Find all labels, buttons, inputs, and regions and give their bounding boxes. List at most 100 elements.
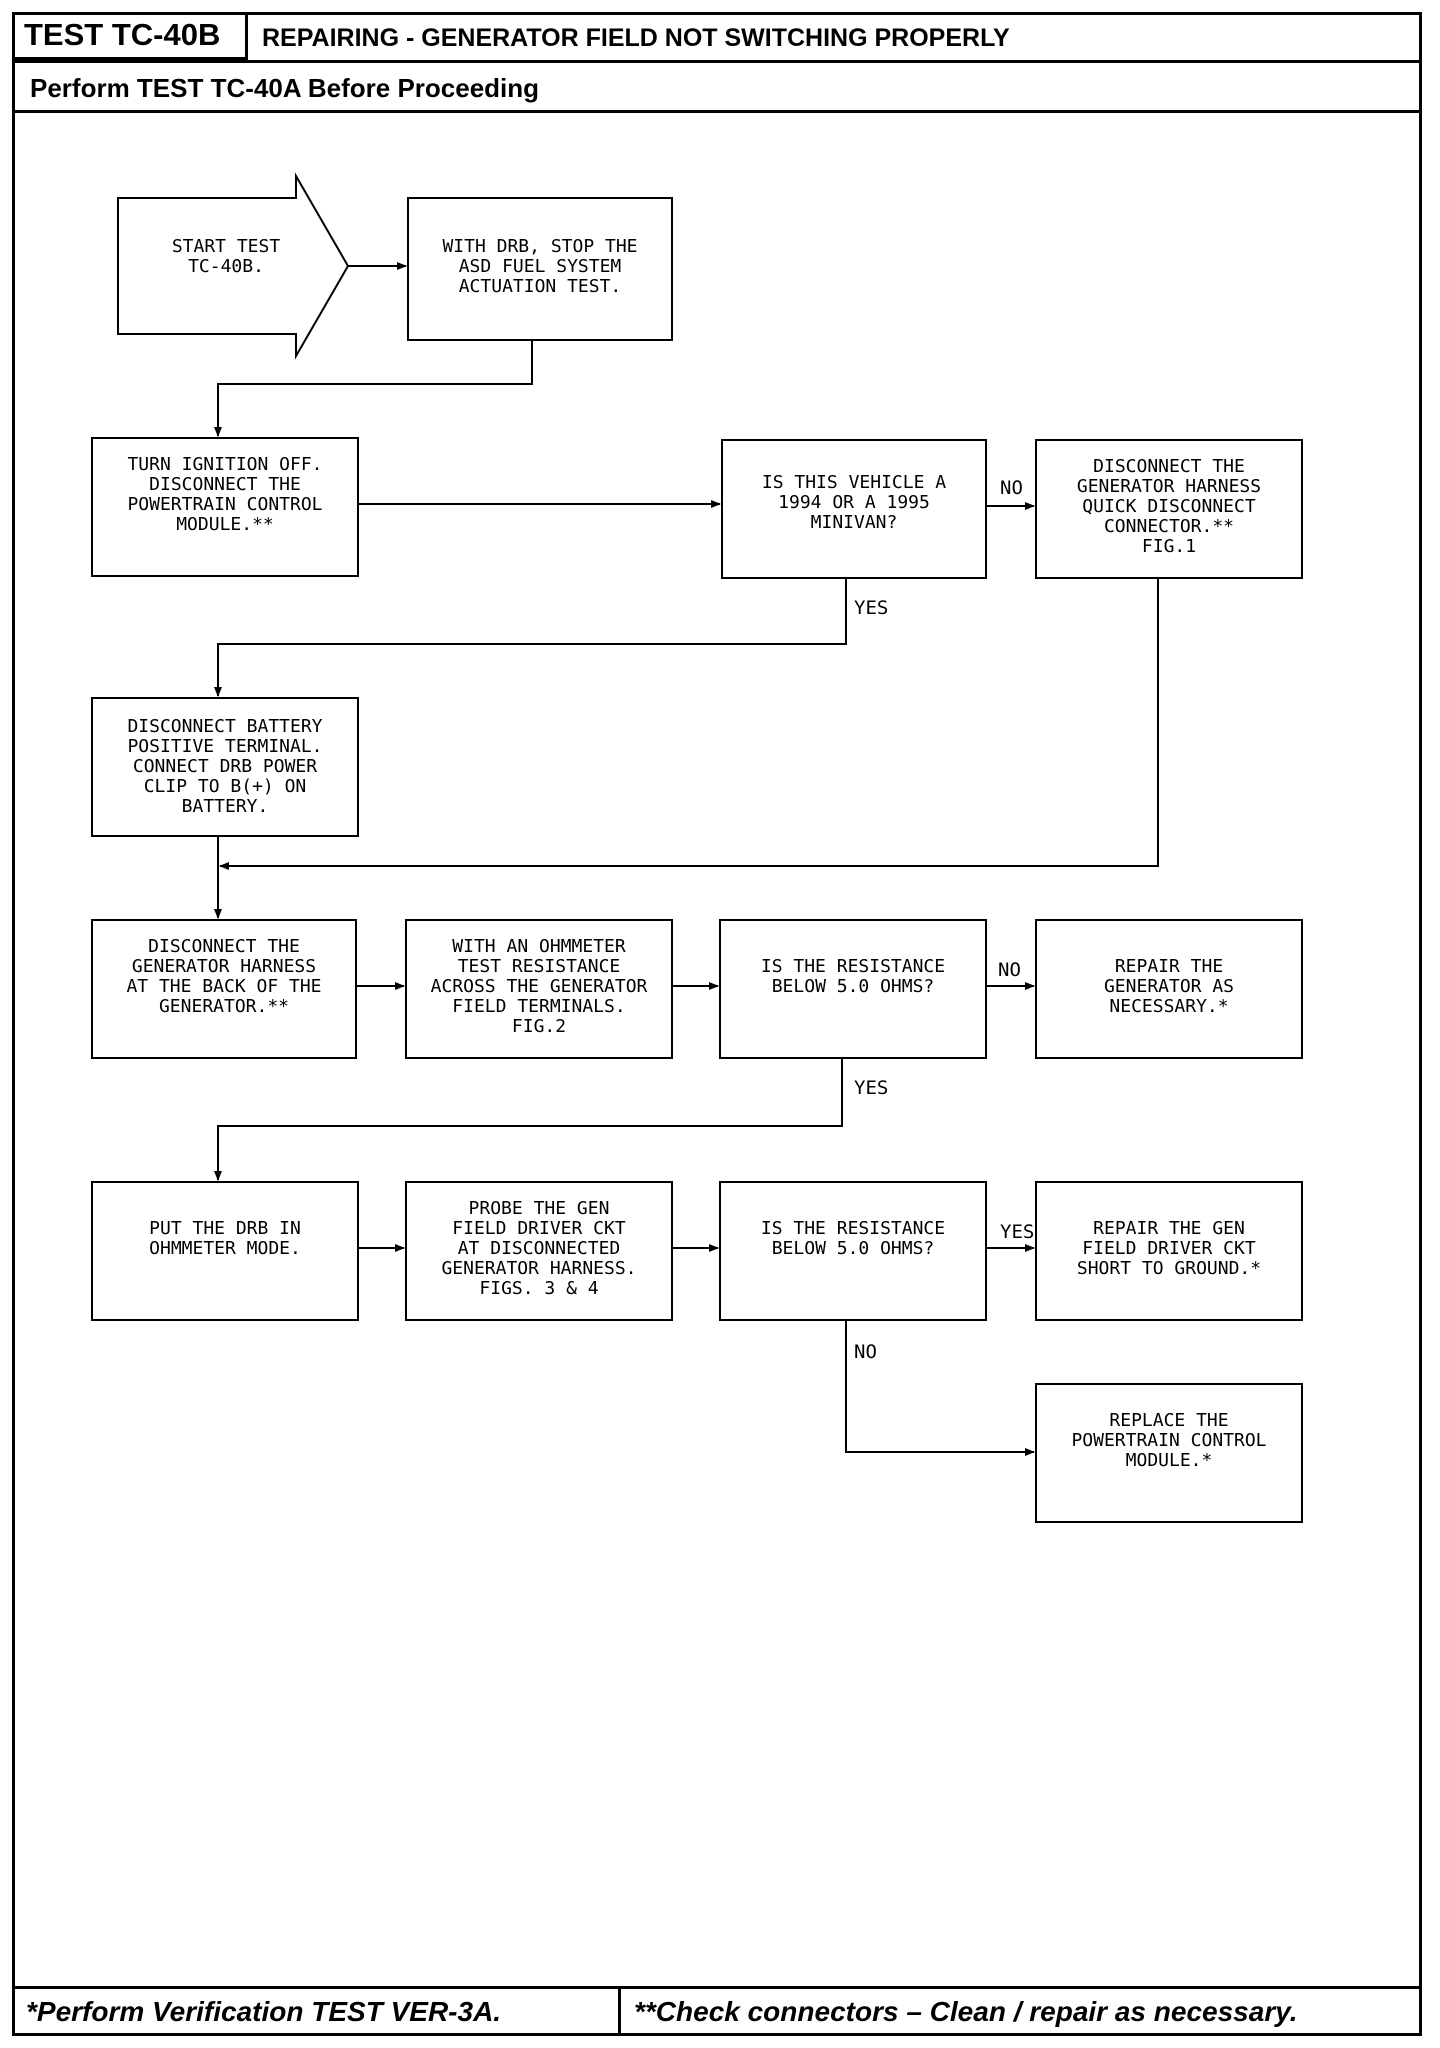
connector-res1-yes [214,1058,843,1181]
node-line: SHORT TO GROUND.* [1077,1258,1261,1279]
label-res2-yes: YES [1000,1221,1034,1243]
connector-quick-merge [219,578,1159,870]
node-line: MODULE.* [1126,1450,1213,1471]
node-line: START TEST [172,236,281,257]
label-minivan-no: NO [1000,477,1023,499]
node-line: AT THE BACK OF THE [126,976,321,997]
node-line: WITH DRB, STOP THE [442,236,637,257]
node-line: FIG.1 [1142,536,1196,557]
node-line: BATTERY. [182,796,269,817]
node-line: ASD FUEL SYSTEM [459,256,622,277]
node-line: GENERATOR HARNESS [1077,476,1261,497]
node-q-minivan [721,439,987,579]
node-line: WITH AN OHMMETER [452,936,626,957]
node-q-res2 [719,1181,987,1321]
node-line: POWERTRAIN CONTROL [1071,1430,1266,1451]
footer-note-connectors: **Check connectors – Clean / repair as n… [634,1996,1298,2027]
node-stop-asd [407,197,673,341]
node-line: OHMMETER MODE. [149,1238,301,1259]
connector-minivan-yes [214,578,847,697]
label-minivan-yes: YES [854,597,888,619]
page-title: REPAIRING - GENERATOR FIELD NOT SWITCHIN… [262,24,1010,52]
node-line: QUICK DISCONNECT [1082,496,1256,517]
node-line: REPLACE THE [1109,1410,1228,1431]
node-line: ACTUATION TEST. [459,276,622,297]
node-probe [405,1181,673,1321]
node-line: CLIP TO B(+) ON [144,776,307,797]
node-line: PROBE THE GEN [469,1198,610,1219]
node-line: AT DISCONNECTED [458,1238,621,1259]
node-line: CONNECT DRB POWER [133,756,317,777]
node-line: FIGS. 3 & 4 [479,1278,598,1299]
page-frame [12,12,1422,2036]
label-res1-no: NO [998,959,1021,981]
node-line: IS THE RESISTANCE [761,1218,945,1239]
node-line: GENERATOR HARNESS. [441,1258,636,1279]
node-line: POSITIVE TERMINAL. [127,736,322,757]
node-line: 1994 OR A 1995 [778,492,930,513]
node-disc-quick [1035,439,1303,579]
node-line: REPAIR THE [1115,956,1223,977]
start-shape [117,172,350,360]
node-disc-battery [91,697,359,837]
node-line: BELOW 5.0 OHMS? [772,1238,935,1259]
test-id: TEST TC-40B [12,12,248,60]
node-line: DISCONNECT THE [149,474,301,495]
node-line: FIELD DRIVER CKT [1082,1238,1256,1259]
node-line: CONNECTOR.** [1104,516,1234,537]
node-line: MINIVAN? [811,512,898,533]
node-ignition-off [91,437,359,577]
node-line: IS THE RESISTANCE [761,956,945,977]
node-line: BELOW 5.0 OHMS? [772,976,935,997]
node-ohmmeter [405,919,673,1059]
node-line: IS THIS VEHICLE A [762,472,946,493]
header-divider-2 [12,110,1422,113]
node-repair-gen [1035,919,1303,1059]
node-line: TURN IGNITION OFF. [127,454,322,475]
node-line: ACROSS THE GENERATOR [431,976,648,997]
label-res2-no: NO [854,1341,877,1363]
node-replace-pcm [1035,1383,1303,1523]
node-line: TEST RESISTANCE [458,956,621,977]
node-line: FIG.2 [512,1016,566,1037]
node-line: NECESSARY.* [1109,996,1228,1017]
node-line: DISCONNECT BATTERY [127,716,322,737]
header-divider [12,60,1422,63]
connector-asd-ignition [214,340,533,437]
connector-res2-no [845,1320,1035,1456]
node-line: TC-40B. [188,256,264,277]
node-line: FIELD DRIVER CKT [452,1218,626,1239]
node-line: GENERATOR.** [159,996,289,1017]
footer-separator [618,1986,621,2036]
node-drb-ohm [91,1181,359,1321]
node-q-res1 [719,919,987,1059]
node-disc-back [91,919,357,1059]
node-line: MODULE.** [176,514,274,535]
page-subtitle: Perform TEST TC-40A Before Proceeding [30,73,540,103]
footer-divider [12,1986,1422,1989]
node-line: DISCONNECT THE [148,936,300,957]
node-line: GENERATOR HARNESS [132,956,316,977]
footer-note-verification: *Perform Verification TEST VER-3A. [26,1996,502,2027]
node-repair-short [1035,1181,1303,1321]
node-line: POWERTRAIN CONTROL [127,494,322,515]
node-line: PUT THE DRB IN [149,1218,301,1239]
node-line: FIELD TERMINALS. [452,996,625,1017]
node-line: GENERATOR AS [1104,976,1234,997]
node-line: REPAIR THE GEN [1093,1218,1245,1239]
